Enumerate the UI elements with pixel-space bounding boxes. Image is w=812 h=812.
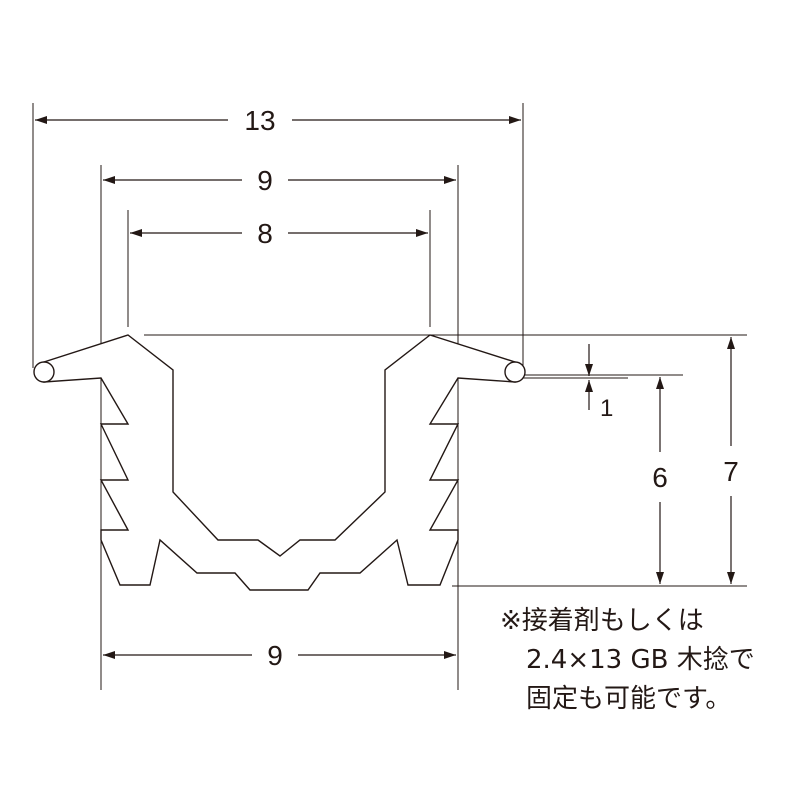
label-13: 13	[244, 105, 275, 136]
note-line-3: 固定も可能です。	[526, 684, 732, 714]
profile-shape	[33, 334, 526, 591]
note-line-2: 2.4×13 GB 木捻で	[526, 645, 755, 675]
extension-lines	[32, 103, 747, 690]
label-9-top: 9	[257, 165, 273, 196]
label-8: 8	[257, 218, 273, 249]
dimension-lines	[35, 116, 735, 659]
dimension-labels: 13 9 8 9 7 6 1	[244, 105, 738, 671]
installation-note: ※接着剤もしくは 2.4×13 GB 木捻で 固定も可能です。	[500, 602, 800, 719]
note-line-1: ※接着剤もしくは	[500, 606, 704, 636]
label-6: 6	[652, 462, 668, 493]
right-lip-circle	[504, 361, 526, 383]
left-lip-circle	[33, 361, 55, 383]
label-1: 1	[600, 395, 613, 422]
label-7: 7	[723, 456, 739, 487]
label-9-bottom: 9	[267, 640, 283, 671]
trim-profile-outline	[43, 334, 516, 591]
